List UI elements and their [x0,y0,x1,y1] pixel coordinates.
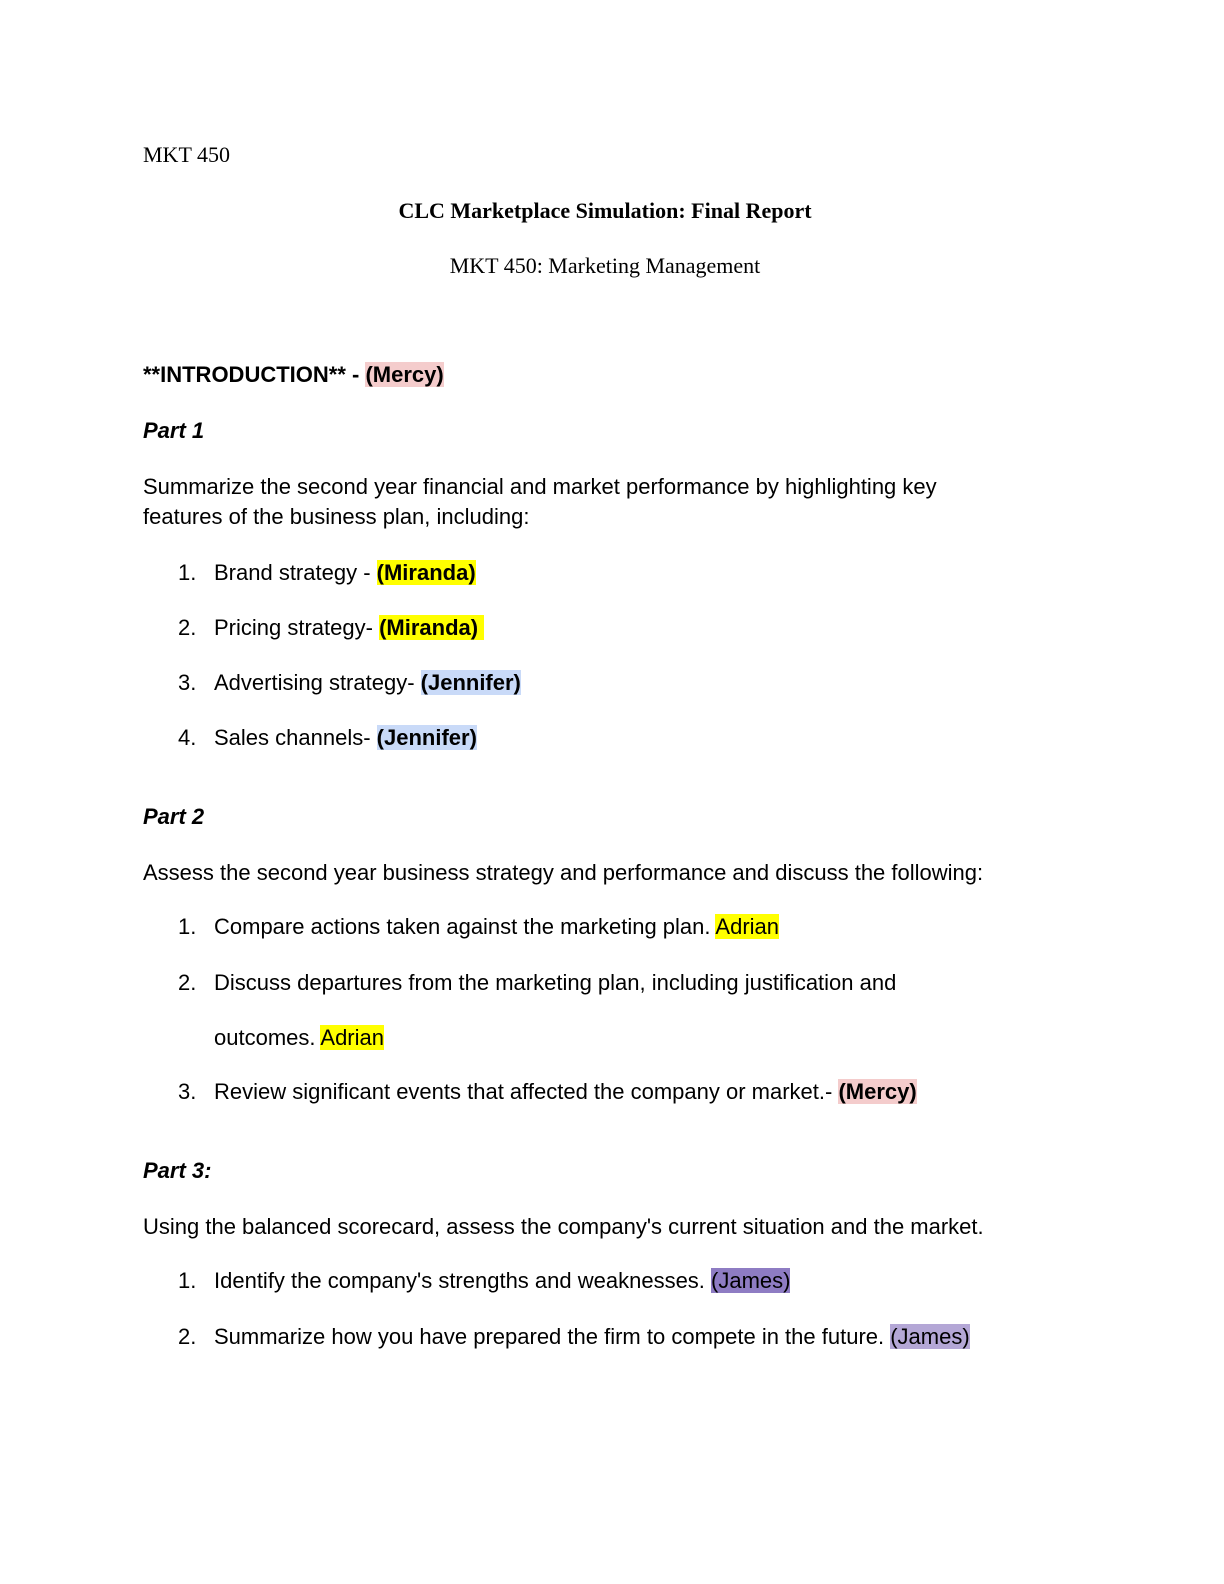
list-item-text: Sales channels- [214,725,377,750]
list-item-text: outcomes. [214,1025,321,1050]
list-number: 3. [178,670,197,695]
introduction-owner: (Mercy) [365,362,444,387]
list-item: Brand strategy - (Miranda) [214,560,476,586]
introduction-heading: **INTRODUCTION** - (Mercy) [143,362,444,388]
owner-james: (James) [711,1268,791,1293]
list-item: Summarize how you have prepared the firm… [214,1324,970,1350]
course-code: MKT 450 [143,142,230,167]
list-item-text: Brand strategy - [214,560,377,585]
list-number: 3. [178,1079,197,1104]
list-item: Sales channels- (Jennifer) [214,725,477,751]
part2-heading: Part 2 [143,804,205,829]
list-item-continuation: outcomes. Adrian [214,1025,384,1051]
part1-paragraph-line1: Summarize the second year financial and … [143,474,937,499]
list-item-text: Pricing strategy- [214,615,380,640]
list-number: 2. [178,1324,197,1349]
list-number: 4. [178,725,197,750]
owner-adrian: Adrian [320,1025,384,1050]
owner-miranda: (Miranda) [376,560,476,585]
list-item-text: Identify the company's strengths and wea… [214,1268,712,1293]
list-item: Review significant events that affected … [214,1079,917,1105]
list-number: 1. [178,914,197,939]
document-title: CLC Marketplace Simulation: Final Report [398,198,812,223]
list-number: 2. [178,970,197,995]
owner-adrian: Adrian [715,914,779,939]
list-item-text: Advertising strategy- [214,670,421,695]
list-item-text: Summarize how you have prepared the firm… [214,1324,891,1349]
owner-james: (James) [890,1324,970,1349]
list-number: 1. [178,560,197,585]
part2-paragraph: Assess the second year business strategy… [143,860,984,885]
owner-miranda: (Miranda) [379,615,485,640]
list-number: 1. [178,1268,197,1293]
owner-mercy: (Mercy) [838,1079,917,1104]
list-item: Discuss departures from the marketing pl… [214,970,897,995]
list-item: Identify the company's strengths and wea… [214,1268,791,1294]
introduction-label: **INTRODUCTION** - [143,362,366,387]
list-item: Pricing strategy- (Miranda) [214,615,485,641]
part1-heading: Part 1 [143,418,205,443]
part1-paragraph-line2: features of the business plan, including… [143,504,530,529]
list-item: Advertising strategy- (Jennifer) [214,670,521,696]
list-number: 2. [178,615,197,640]
list-item: Compare actions taken against the market… [214,914,779,940]
part3-heading: Part 3: [143,1158,212,1183]
list-item-text: Compare actions taken against the market… [214,914,716,939]
list-item-text: Review significant events that affected … [214,1079,839,1104]
owner-jennifer: (Jennifer) [420,670,521,695]
owner-jennifer: (Jennifer) [376,725,477,750]
document-subtitle: MKT 450: Marketing Management [449,253,761,278]
part3-paragraph: Using the balanced scorecard, assess the… [143,1214,984,1239]
